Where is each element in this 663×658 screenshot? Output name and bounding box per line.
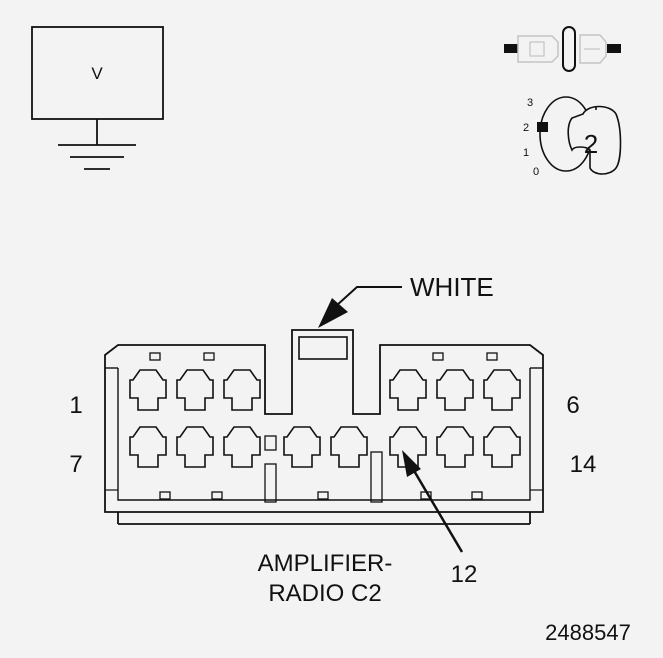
pin-label-6: 6: [566, 392, 579, 419]
terminal-cavity-top-4: [389, 369, 427, 411]
connector-body: [104, 329, 544, 525]
inline-connector-icon: [504, 26, 621, 72]
terminal-cavity-bottom-7: [436, 426, 474, 468]
voltmeter-label: V: [91, 64, 103, 83]
terminal-cavities: [129, 369, 521, 468]
terminal-cavity-top-5: [436, 369, 474, 411]
pin-label-7: 7: [69, 451, 82, 478]
switch-position-2: 2: [523, 122, 529, 134]
terminal-cavity-top-3: [223, 369, 261, 411]
pin-label-14: 14: [570, 451, 597, 478]
connector-ticks: [149, 352, 498, 503]
voltmeter-ground-symbol: [31, 26, 164, 170]
switch-position-3: 3: [527, 97, 533, 109]
connector-color-label: WHITE: [410, 272, 494, 302]
figure-id: 2488547: [545, 620, 631, 645]
switch-position-marker: [537, 122, 548, 132]
terminal-cavity-bottom-8: [483, 426, 521, 468]
ignition-switch-icon: [539, 96, 622, 175]
terminal-cavity-bottom-5: [330, 426, 368, 468]
connector-name-line1: AMPLIFIER-: [258, 550, 393, 577]
terminal-cavity-bottom-4: [283, 426, 321, 468]
pin-label-1: 1: [69, 392, 82, 419]
terminal-cavity-bottom-1: [129, 426, 167, 468]
terminal-cavity-bottom-3: [223, 426, 261, 468]
switch-position-1: 1: [523, 147, 529, 159]
terminal-cavity-bottom-2: [176, 426, 214, 468]
terminal-cavity-top-2: [176, 369, 214, 411]
terminal-cavity-top-1: [129, 369, 167, 411]
color-callout-pointer: [318, 286, 402, 328]
terminal-cavity-top-6: [483, 369, 521, 411]
switch-position-0: 0: [533, 166, 539, 178]
connector-name-line2: RADIO C2: [268, 580, 381, 607]
pin-12-callout-arrow: [402, 450, 464, 553]
callout-pin-number: 12: [451, 561, 478, 588]
locking-tab: [298, 336, 348, 360]
switch-key-number: 2: [584, 129, 598, 159]
